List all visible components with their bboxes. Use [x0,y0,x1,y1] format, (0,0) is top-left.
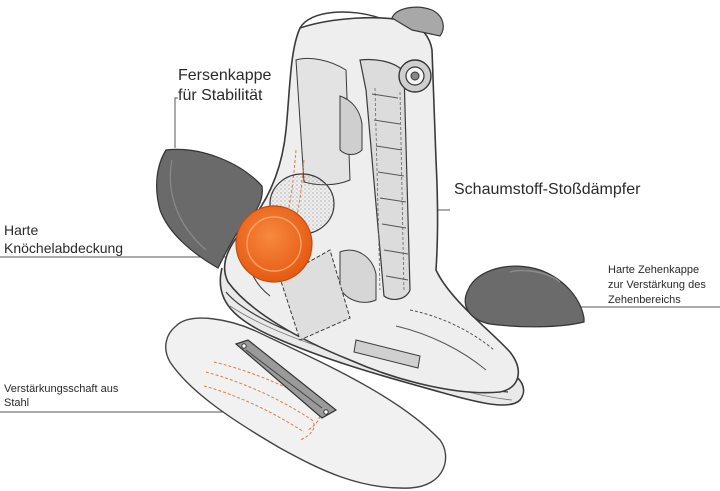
toe-cap-label-line1: Harte Zehenkappe [608,264,700,276]
ankle-cover [235,205,313,283]
heel-cap-label-line2: für Stabilität [178,87,263,104]
ankle-cover-label: Harte Knöchelabdeckung [4,221,123,257]
foam-damper-label: Schaumstoff-Stoßdämpfer [454,181,641,198]
toe-cap-label-line3: Zehenbereichs [608,294,681,306]
lacing-dial [398,59,432,93]
ankle-cover-label-line1: Harte [4,222,39,238]
heel-cap [156,148,263,269]
steel-shank-label-line1: Verstärkungsschaft aus [4,383,119,395]
steel-shank-label-line2: Stahl [4,397,30,409]
steel-shank [234,339,338,419]
ankle-cover-label-line2: Knöchelabdeckung [4,240,124,256]
insole-plate [165,317,447,489]
steel-shank-label: Verstärkungsschaft aus Stahl [4,382,118,410]
toe-cap-label-line2: zur Verstärkung des [608,279,706,291]
toe-cap-label: Harte Zehenkappe zur Verstärkung des Zeh… [608,263,706,308]
boot-upper [223,6,520,394]
heel-cap-leader [174,97,178,148]
toe-cap [464,265,585,328]
heel-cap-label-line1: Fersenkappe [178,67,272,84]
heel-cap-label: Fersenkappe für Stabilität [178,66,271,106]
